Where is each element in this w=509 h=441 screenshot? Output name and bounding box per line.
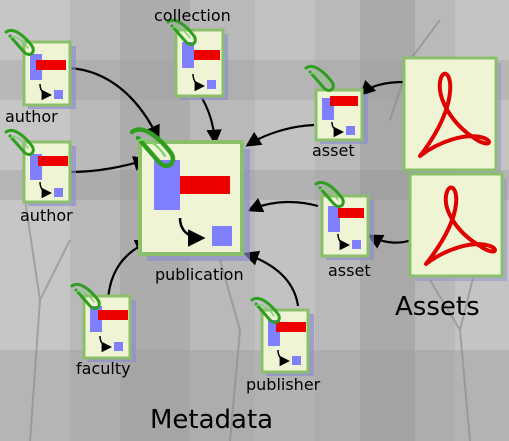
node-asset-top — [304, 64, 368, 144]
label-asset-bottom: asset — [328, 261, 371, 280]
pdf-document-icon — [402, 56, 501, 175]
edge-pdf-top-to-asset-top — [359, 79, 405, 97]
node-author-top — [4, 28, 76, 109]
label-publisher: publisher — [246, 375, 321, 394]
node-publication — [132, 130, 250, 261]
node-publisher — [250, 296, 314, 376]
edge-asset-bottom-to-publication — [247, 197, 319, 213]
pdf-document-icon — [408, 172, 507, 281]
group-label-metadata: Metadata — [150, 405, 274, 435]
edge-publisher-to-publication — [243, 250, 300, 307]
node-asset-bottom — [314, 180, 374, 260]
edge-author-bottom-to-publication — [69, 155, 149, 174]
label-asset-top: asset — [312, 141, 355, 160]
node-collection — [166, 18, 228, 100]
label-publication: publication — [155, 265, 244, 284]
edge-asset-top-to-publication — [245, 123, 315, 147]
label-author-bottom: author — [20, 206, 73, 225]
node-faculty — [70, 282, 136, 362]
node-author-bottom — [4, 128, 76, 206]
edge-collection-to-publication — [201, 97, 222, 146]
group-label-assets: Assets — [395, 292, 480, 322]
label-faculty: faculty — [76, 359, 131, 378]
label-author-top: author — [5, 107, 58, 126]
edge-author-top-to-publication — [67, 66, 160, 141]
label-collection: collection — [154, 6, 231, 25]
edge-pdf-bottom-to-asset-bottom — [367, 234, 413, 249]
